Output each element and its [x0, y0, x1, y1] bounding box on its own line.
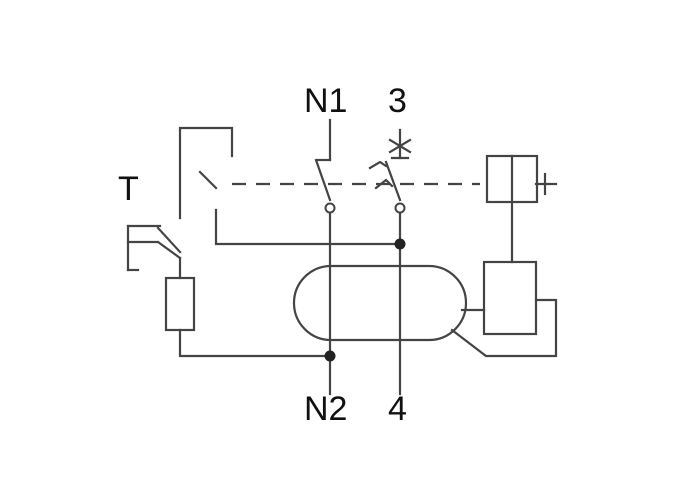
neutral-contact [314, 118, 336, 396]
test-resistor [164, 256, 332, 358]
junction-node-bottom [324, 350, 336, 362]
terminal-3 [394, 202, 406, 214]
label-n2: N2 [304, 390, 347, 428]
junction-node-top [394, 238, 406, 250]
test-button [126, 224, 182, 272]
label-n1: N1 [304, 82, 347, 120]
terminal-n [324, 202, 336, 214]
trip-relay [450, 154, 558, 358]
label-t: T [118, 170, 139, 208]
label-3: 3 [388, 82, 407, 120]
line-contact [368, 128, 412, 396]
current-transformer [292, 264, 468, 342]
trip-linkage [178, 126, 558, 246]
label-4: 4 [388, 390, 407, 428]
relay-coil [482, 260, 538, 336]
